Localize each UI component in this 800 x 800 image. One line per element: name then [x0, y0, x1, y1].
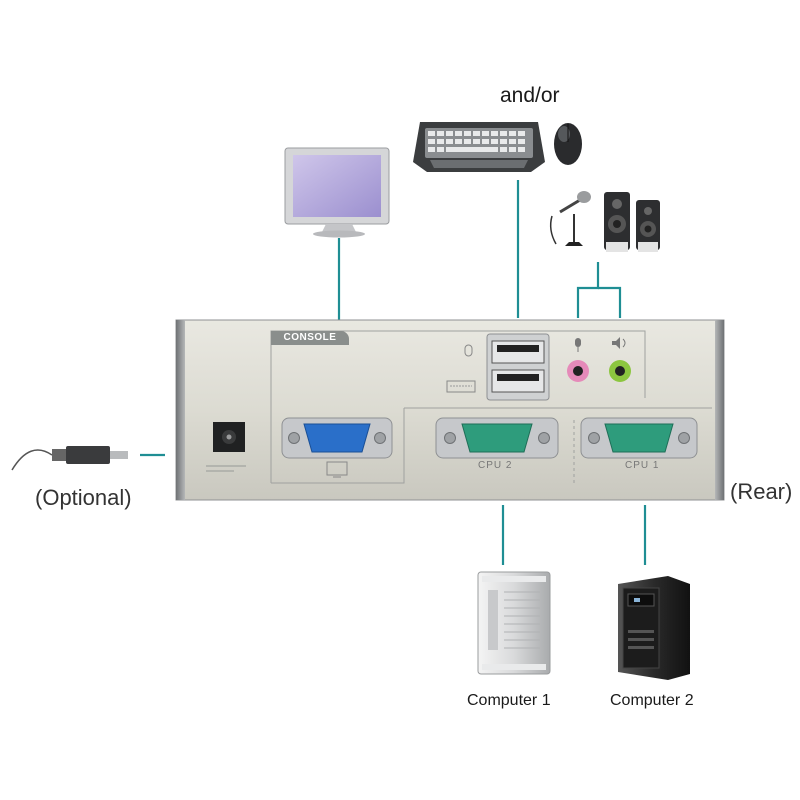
rear-label: (Rear) [730, 479, 793, 504]
microphone-jack [567, 360, 589, 382]
console-vga-port [281, 417, 393, 459]
and-or-label: and/or [500, 84, 560, 107]
computer-2-label: Computer 2 [610, 692, 694, 709]
speaker-jack [609, 360, 631, 382]
speakers-icon [604, 192, 660, 252]
mic-jack-icon [575, 338, 581, 352]
computer-1-label: Computer 1 [467, 692, 551, 709]
speaker-jack-icon [612, 337, 626, 349]
cpu1-vga-port [580, 417, 698, 459]
usb-ports [486, 333, 550, 401]
optional-label: (Optional) [35, 485, 132, 510]
computer-1-tower-icon [477, 571, 551, 675]
audio-cable-split [576, 262, 600, 318]
microphone-icon [549, 191, 591, 246]
monitor-port-icon [326, 461, 348, 478]
kvm-rear-panel [175, 319, 725, 501]
mouse-icon [554, 123, 582, 165]
mouse-port-icon [464, 344, 473, 357]
power-plug-icon [11, 446, 128, 471]
keyboard-icon [413, 122, 545, 172]
audio-cable-split-right [598, 286, 622, 318]
cpu1-label: CPU 1 [625, 460, 660, 471]
computer-2-tower-icon [618, 576, 690, 680]
console-label: CONSOLE [271, 331, 349, 345]
cpu2-label: CPU 2 [478, 460, 513, 471]
cpu2-vga-port [435, 417, 559, 459]
monitor-icon [284, 147, 390, 238]
dc-power-jack [206, 422, 246, 472]
keyboard-port-icon [446, 380, 476, 393]
